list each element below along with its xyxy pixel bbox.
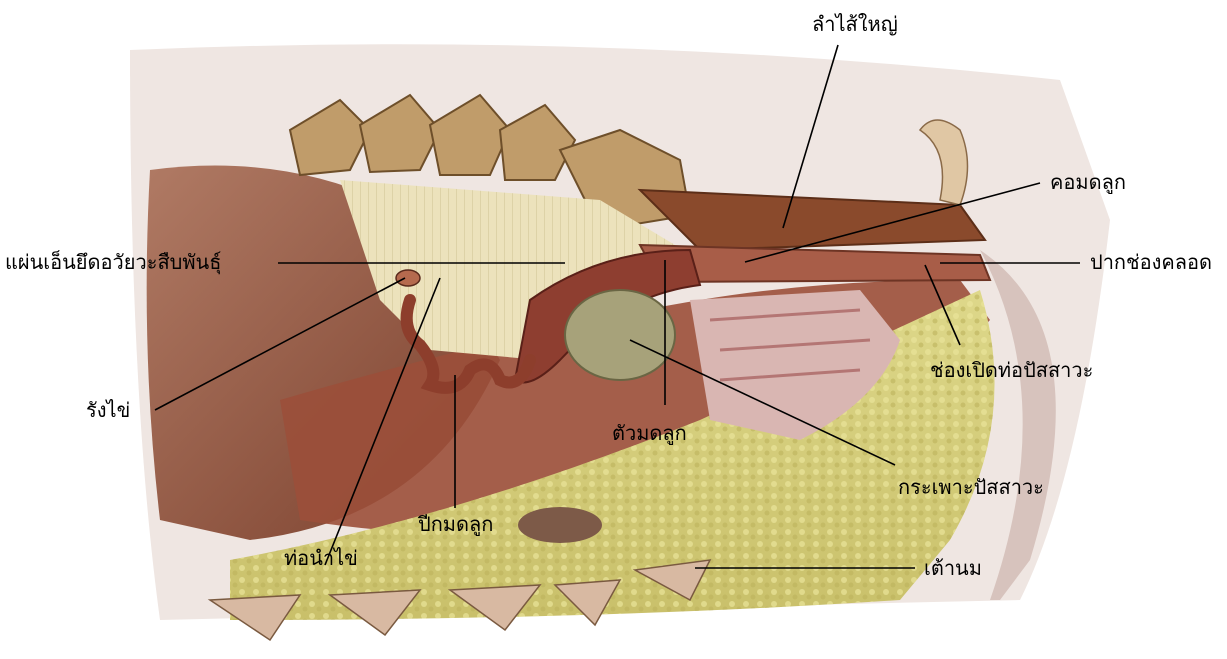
label-oviduct: ท่อนำไข่ — [284, 548, 358, 568]
bladder — [565, 290, 675, 380]
label-vulva: ปากช่องคลอด — [1090, 252, 1212, 272]
label-uterine-body: ตัวมดลูก — [612, 423, 687, 443]
label-large-intestine: ลำไส้ใหญ่ — [812, 14, 898, 34]
ovary — [396, 270, 420, 286]
label-broad-ligament: แผ่นเอ็นยึดอวัยวะสืบพันธุ์ — [5, 252, 221, 272]
label-bladder: กระเพาะปัสสาวะ — [898, 477, 1044, 497]
label-cervix: คอมดลูก — [1050, 172, 1126, 192]
label-urethral-opening: ช่องเปิดท่อปัสสาวะ — [930, 360, 1093, 380]
label-ovary: รังไข่ — [86, 400, 130, 420]
label-udder: เต้านม — [924, 558, 982, 578]
lymph-node — [518, 507, 602, 543]
label-uterine-horn: ปีกมดลูก — [418, 514, 493, 534]
